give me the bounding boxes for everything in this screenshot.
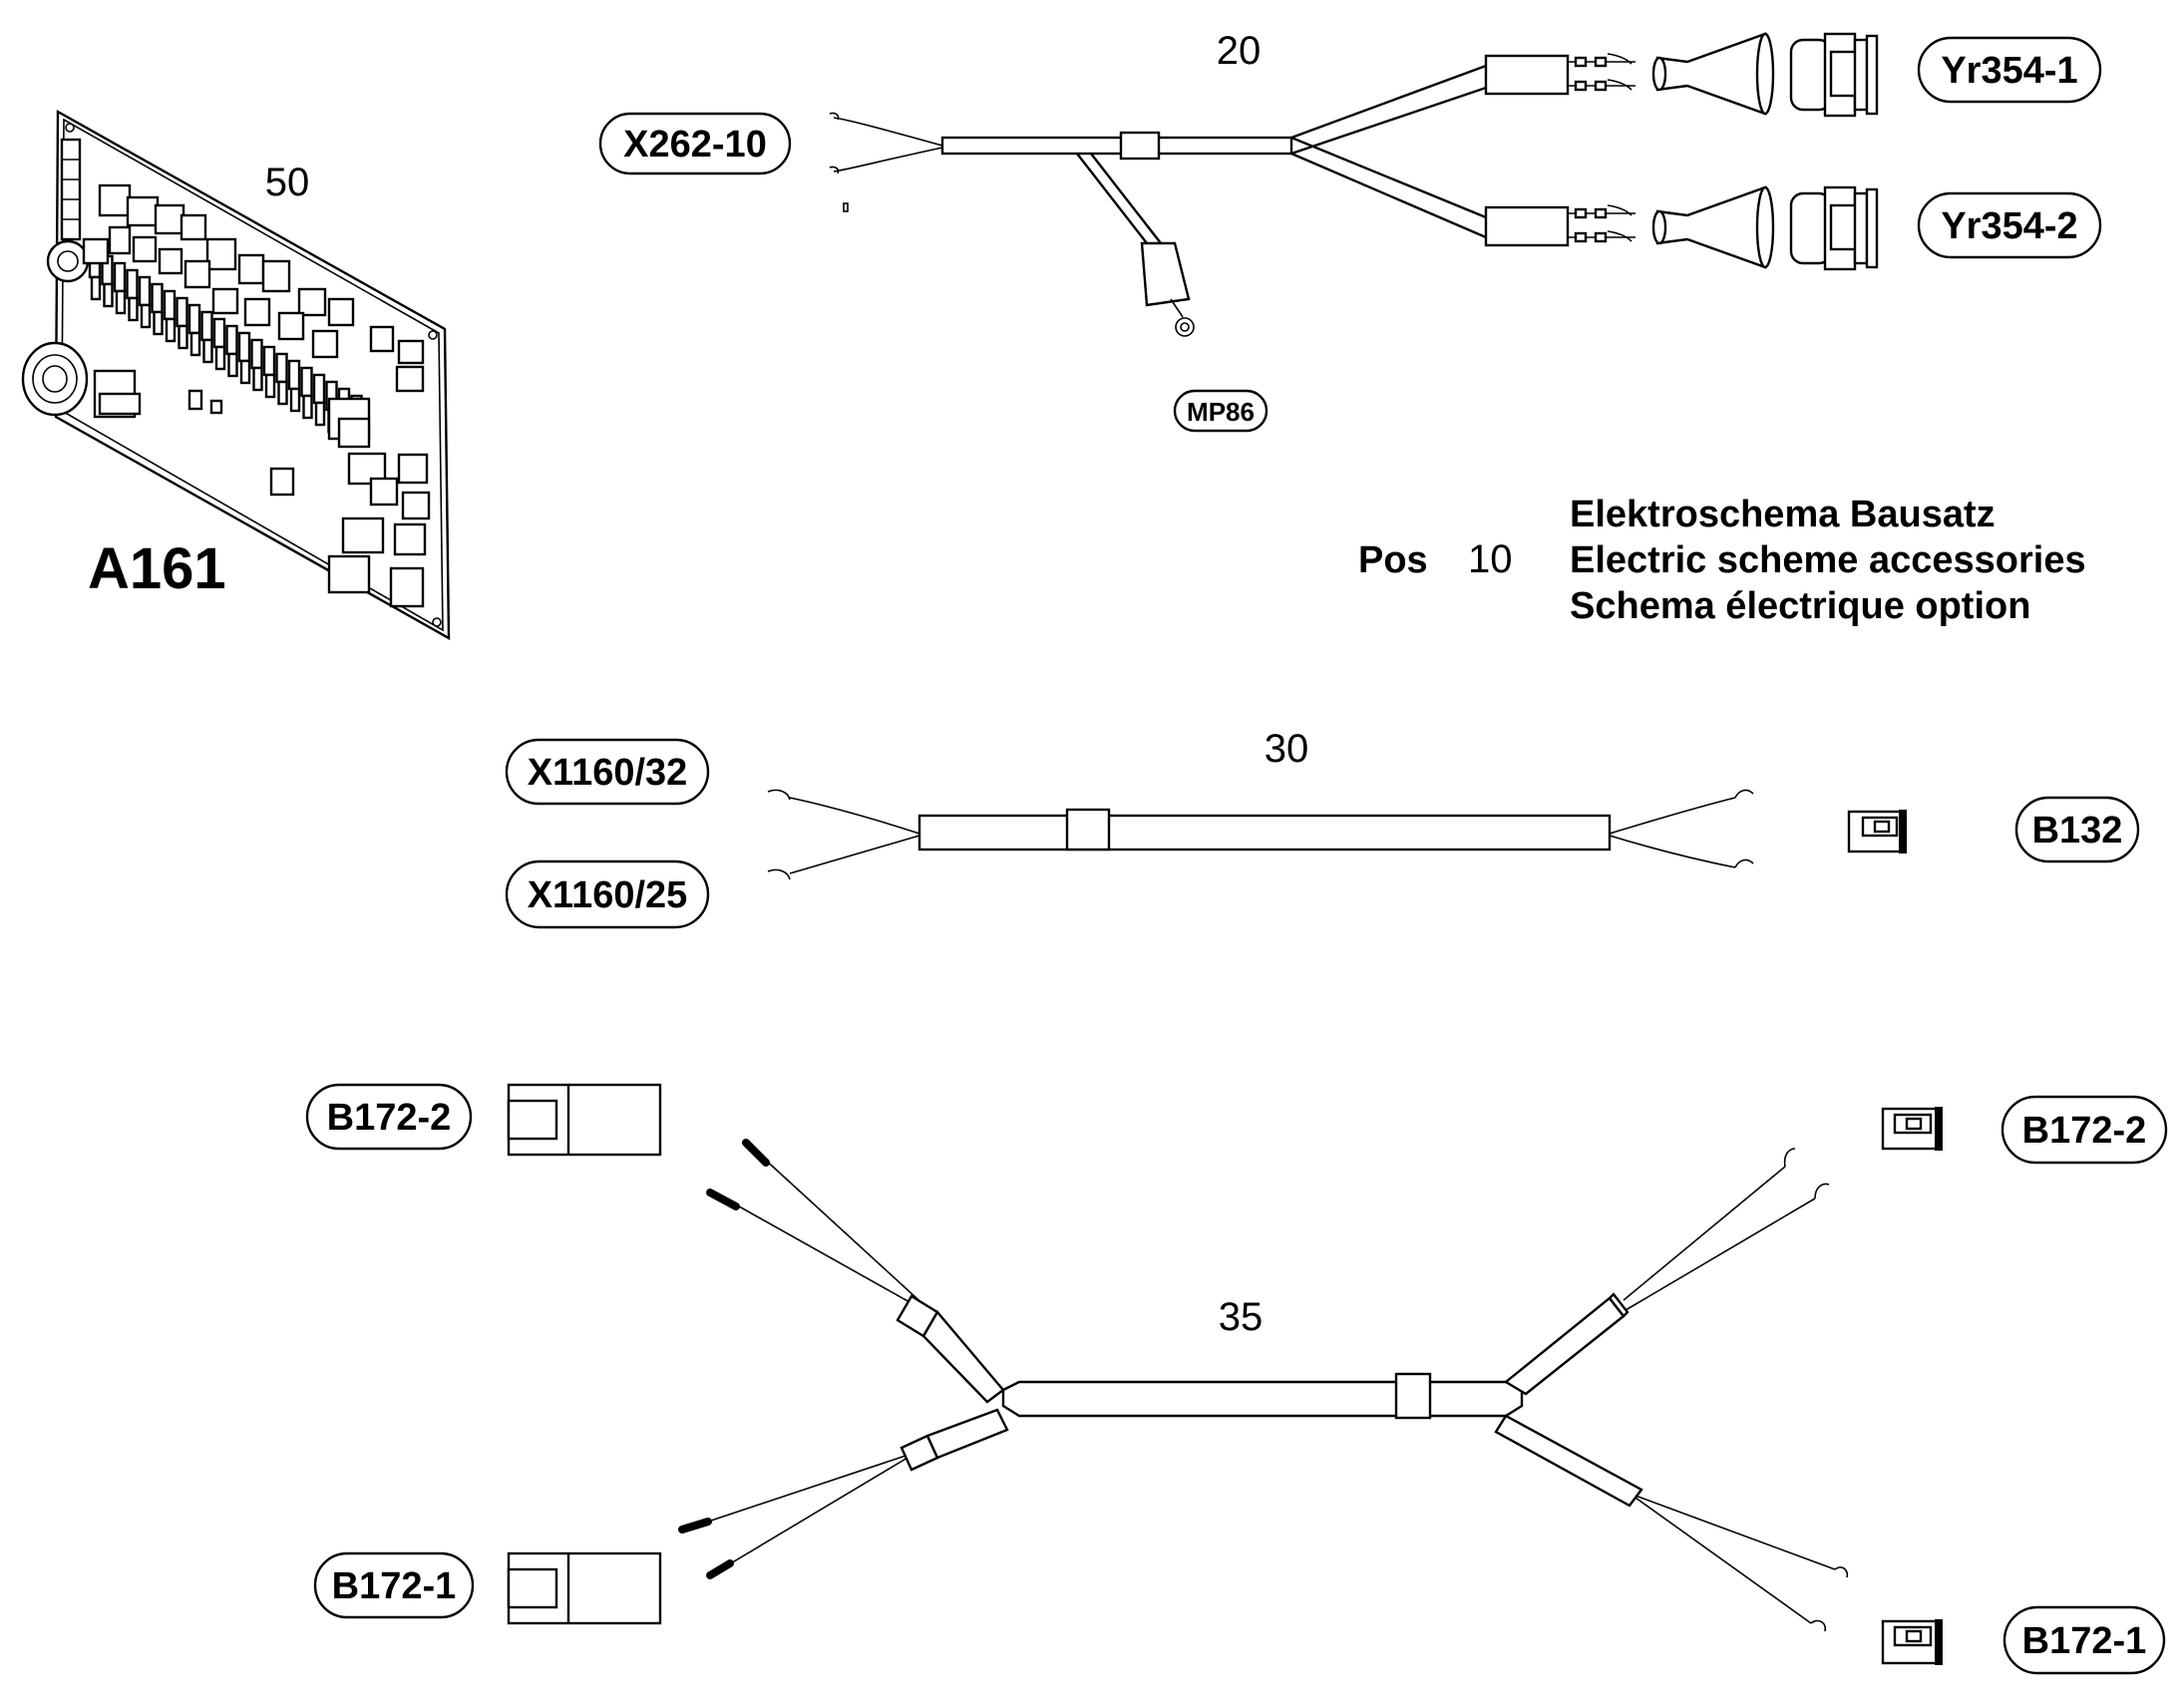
legend-pos-number: 10 [1468, 537, 1513, 581]
connector-tag-x1160-32: X1160/32 [505, 738, 710, 806]
connector-tag-b132: B132 [2014, 796, 2140, 863]
ground-point-mp86: MP86 [1173, 389, 1269, 433]
harness-20-item-number: 20 [1217, 29, 1262, 73]
svg-text:X262-10: X262-10 [623, 124, 767, 166]
svg-text:X1160/25: X1160/25 [528, 874, 688, 916]
connector-tag-yr354-1: Yr354-1 [1917, 36, 2102, 104]
legend-pos-label: Pos [1358, 539, 1428, 581]
svg-text:Yr354-1: Yr354-1 [1941, 50, 2077, 92]
harness-35: 35 B172-2 B172-1 [305, 1083, 2168, 1675]
svg-text:B172-1: B172-1 [2022, 1620, 2147, 1662]
legend-line-fr: Schema électrique option [1570, 585, 2030, 627]
svg-text:MP86: MP86 [1187, 397, 1255, 427]
harness-35-item-number: 35 [1219, 1295, 1264, 1339]
connector-tag-x262-10: X262-10 [598, 112, 792, 175]
circuit-board-a161 [21, 109, 451, 641]
board-item-number: 50 [265, 161, 310, 204]
connector-tag-b172-2-right: B172-2 [2000, 1095, 2168, 1165]
board-label: A161 [88, 536, 226, 601]
connector-tag-b172-1-right: B172-1 [2002, 1605, 2166, 1675]
svg-text:Yr354-2: Yr354-2 [1941, 205, 2077, 247]
legend-line-en: Electric scheme accessories [1570, 539, 2086, 581]
svg-text:B132: B132 [2032, 810, 2123, 852]
connector-tag-b172-1-left: B172-1 [313, 1551, 475, 1619]
legend-line-de: Elektroschema Bausatz [1570, 494, 1996, 535]
harness-20: 20 X262-10 MP86 [598, 29, 2102, 433]
legend-block: Pos 10 Elektroschema Bausatz Electric sc… [1358, 494, 2086, 627]
svg-text:B172-1: B172-1 [332, 1565, 457, 1607]
svg-text:B172-2: B172-2 [2022, 1110, 2147, 1152]
connector-tag-x1160-25: X1160/25 [505, 859, 710, 929]
harness-30-item-number: 30 [1265, 727, 1309, 771]
svg-text:B172-2: B172-2 [327, 1097, 452, 1139]
connector-tag-b172-2-left: B172-2 [305, 1083, 473, 1151]
connector-tag-yr354-2: Yr354-2 [1917, 191, 2102, 259]
svg-text:X1160/32: X1160/32 [528, 752, 688, 794]
harness-30: 30 X1160/32 X1160/25 B132 [505, 727, 2140, 929]
